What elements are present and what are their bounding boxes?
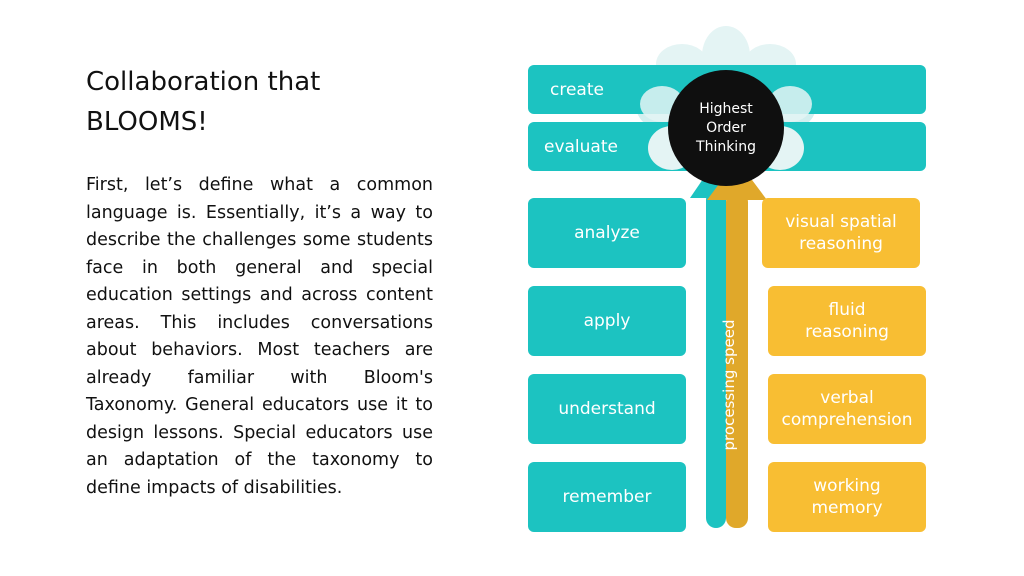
- box-remember-label: remember: [562, 487, 652, 507]
- processing-speed-label: processing speed: [720, 319, 738, 451]
- verbal-line-1: verbal: [820, 388, 874, 408]
- box-remember: remember: [528, 462, 686, 532]
- body-paragraph: First, let’s define what a common langua…: [86, 175, 433, 498]
- fluid-line-2: reasoning: [805, 322, 889, 342]
- box-verbal-comprehension: verbal comprehension: [768, 374, 926, 444]
- working-memory-line-2: memory: [811, 498, 883, 518]
- box-analyze: analyze: [528, 198, 686, 268]
- box-fluid-reasoning: fluid reasoning: [768, 286, 926, 356]
- visual-spatial-line-2: reasoning: [799, 234, 883, 254]
- center-line-1: Highest: [699, 100, 753, 117]
- center-line-3: Thinking: [696, 138, 756, 155]
- title-line-1: Collaboration that: [86, 67, 321, 97]
- slide-title: Collaboration that BLOOMS!: [86, 62, 446, 142]
- center-line-2: Order: [706, 119, 746, 136]
- highest-order-thinking-circle: Highest Order Thinking: [668, 70, 784, 186]
- box-analyze-label: analyze: [574, 223, 640, 243]
- box-understand: understand: [528, 374, 686, 444]
- working-memory-line-1: working: [813, 476, 881, 496]
- box-understand-label: understand: [558, 399, 656, 419]
- fluid-line-1: fluid: [828, 300, 866, 320]
- bar-create-label: create: [550, 79, 604, 100]
- bar-evaluate-label: evaluate: [544, 136, 618, 157]
- box-apply-label: apply: [583, 311, 631, 331]
- box-apply: apply: [528, 286, 686, 356]
- visual-spatial-line-1: visual spatial: [785, 212, 897, 232]
- verbal-line-2: comprehension: [781, 410, 913, 430]
- title-line-2: BLOOMS!: [86, 107, 208, 137]
- box-visual-spatial-reasoning: visual spatial reasoning: [762, 198, 920, 268]
- box-working-memory: working memory: [768, 462, 926, 532]
